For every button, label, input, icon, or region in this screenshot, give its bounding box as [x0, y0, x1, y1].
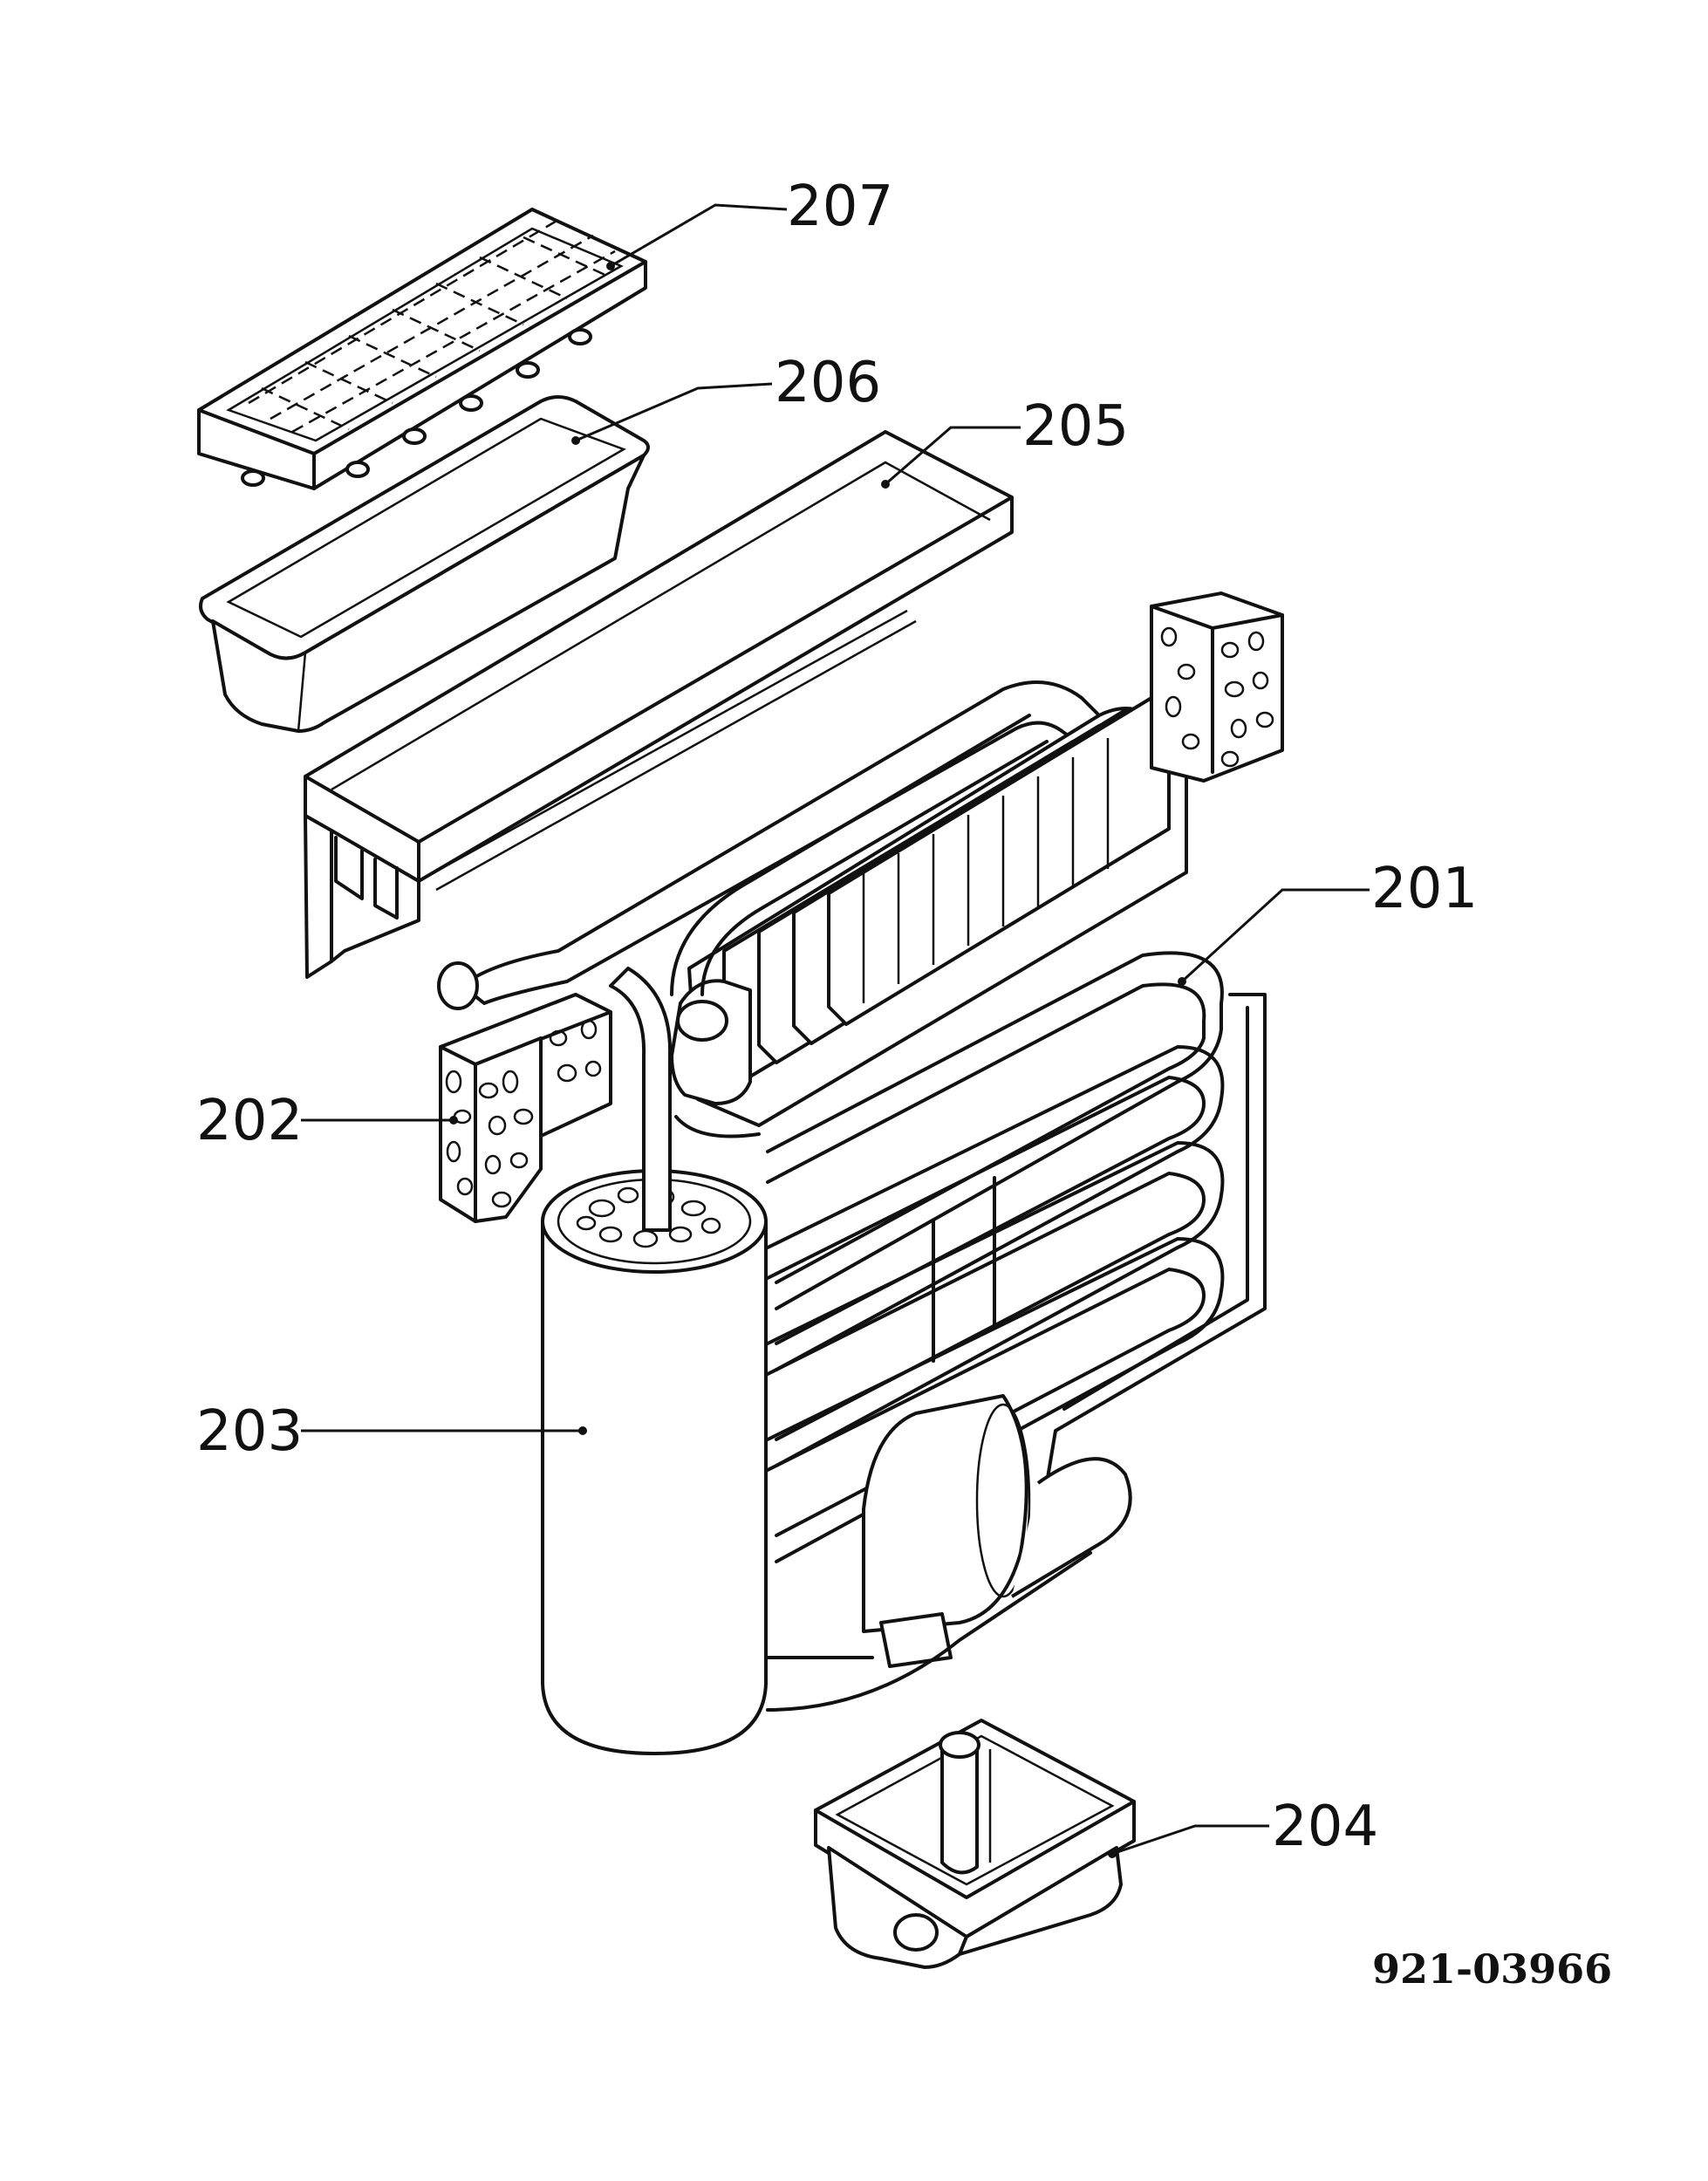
ice-cube-tray-207 — [197, 208, 647, 490]
water-container-204 — [814, 1719, 1136, 1969]
callout-203: 203 — [196, 1399, 303, 1464]
callout-201: 201 — [1371, 857, 1478, 921]
callout-leaders — [301, 203, 1370, 1858]
cooling-unit-201 — [437, 680, 1267, 1712]
shelf-rail-205 — [304, 430, 1014, 979]
boiler-cylinder-203 — [541, 967, 768, 1755]
callout-207: 207 — [787, 174, 893, 239]
callout-206: 206 — [775, 351, 881, 415]
callout-204: 204 — [1272, 1795, 1378, 1859]
document-number: 921-03966 — [1372, 1945, 1612, 1993]
callout-205: 205 — [1022, 394, 1129, 459]
callout-202: 202 — [196, 1089, 303, 1153]
insulation-block-202 — [439, 591, 1284, 1223]
drip-tray-206 — [199, 395, 650, 733]
